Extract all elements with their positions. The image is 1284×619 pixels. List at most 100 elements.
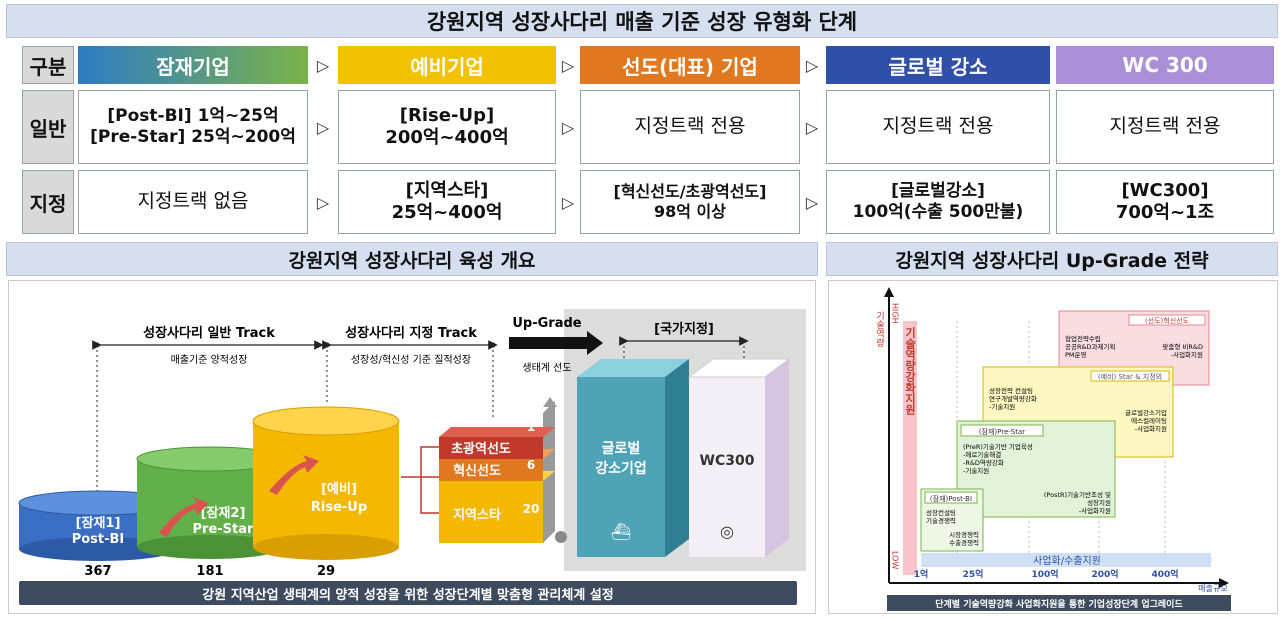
cell-general-leading: 지정트랙 전용 — [580, 90, 800, 164]
x-tick: 100억 — [1031, 568, 1058, 580]
y-axis-label: 기술역량 — [874, 311, 884, 347]
upgrade-sub: 생태계 선도 — [522, 362, 571, 374]
header-leading: 선도(대표) 기업 — [580, 46, 800, 84]
leading-stack — [439, 397, 557, 543]
right-footer-bar: 단계별 기술역량강화 사업화지원을 통한 기업성장단계 업그레이드 — [887, 595, 1231, 611]
box-line: 글로벌강소기업 — [1125, 408, 1167, 417]
cell-line: [WC300] — [1121, 179, 1209, 201]
box-line: 에스컬레이팅 — [1131, 416, 1167, 425]
stack-count: 20 — [523, 502, 540, 516]
cylinder-count: 181 — [196, 564, 223, 579]
connector-lines — [401, 446, 439, 514]
box-line: (PreR)기술기반 기업육성 — [963, 442, 1033, 451]
box-title: (잠재)Pre-Star — [979, 427, 1025, 436]
cylinder-count: 29 — [317, 564, 335, 579]
x-tick: 25억 — [963, 568, 984, 580]
box-line: -R&D역량강화 — [963, 458, 1004, 467]
cell-line: [지역스타] — [405, 179, 489, 201]
tech-support-bar — [903, 321, 917, 575]
left-section-title: 강원지역 성장사다리 육성 개요 — [6, 242, 818, 276]
ship-icon: ⛴ — [611, 522, 631, 541]
x-axis-label: 매출규모 — [1198, 583, 1227, 593]
cell-general-global: 지정트랙 전용 — [826, 90, 1050, 164]
box-line: 기술경쟁력 — [926, 516, 956, 525]
cell-designated-preliminary: [지역스타] 25억~400억 — [338, 170, 556, 234]
cell-line: 700억~1조 — [1115, 202, 1215, 223]
designated-track-sub: 성장성/혁신성 기준 질적성장 — [351, 354, 471, 366]
national-label: [국가지정] — [654, 321, 714, 337]
box-line: -사업화지원 — [1135, 424, 1167, 433]
row-label-general: 일반 — [22, 90, 74, 164]
box-line: (PostR)기술기반조성 및 — [1044, 490, 1111, 499]
stage-arrow: ▷ — [805, 192, 819, 212]
box-line: 성장전략 컨설팅 — [989, 386, 1033, 395]
cell-designated-potential: 지정트랙 없음 — [78, 170, 308, 234]
box-line: -사업화지원 — [1079, 506, 1111, 515]
cylinder-count: 367 — [84, 564, 111, 579]
stack-label: 혁신선도 — [453, 463, 501, 479]
cell-designated-wc300: [WC300] 700억~1조 — [1056, 170, 1274, 234]
stage-arrow: ▷ — [316, 55, 330, 75]
global-box — [577, 359, 689, 557]
box-line: -애로기술해결 — [963, 450, 1001, 459]
box-line: 성장컨설팅 — [926, 508, 956, 517]
growth-overview-panel: 성장사다리 일반 Track 매출기준 양적성장 성장사다리 지정 Track … — [8, 280, 816, 614]
growth-arrow — [269, 455, 319, 495]
stage-arrow: ▷ — [561, 55, 575, 75]
cell-line: 25억~400억 — [391, 202, 503, 223]
designated-track-label: 성장사다리 지정 Track — [345, 325, 477, 341]
commercialization-label: 사업화/수출지원 — [1033, 554, 1101, 567]
upgrade-strategy-panel: 기술역량 HIGH LOW 기술역량강화지원 사업화/수출지원 1억 25억 1… — [828, 280, 1278, 614]
box-title: (예비) Star & 지정외 — [1098, 372, 1162, 381]
y-high-label: HIGH — [891, 303, 900, 324]
left-footer-bar: 강원 지역산업 생태계의 양적 성장을 위한 성장단계별 맞춤형 관리체계 설정 — [19, 581, 797, 605]
header-potential: 잠재기업 — [78, 46, 308, 84]
cell-line: 200억~400억 — [385, 127, 509, 148]
box-line: 맞춤형 비R&D — [1162, 342, 1203, 351]
stage-arrow: ▷ — [805, 117, 819, 137]
y-low-label: LOW — [891, 551, 900, 569]
box-line: -기술지원 — [989, 402, 1015, 411]
cell-line: [Rise-Up] — [399, 104, 495, 126]
general-track-sub: 매출기준 양적성장 — [171, 354, 248, 366]
cell-line: [혁신선도/초광역선도] — [613, 182, 767, 201]
stage-arrow: ▷ — [561, 192, 575, 212]
general-track-label: 성장사다리 일반 Track — [143, 325, 275, 341]
box-line: 공공R&D과제기획 — [1065, 342, 1115, 351]
growth-arrow — [159, 497, 209, 537]
main-title: 강원지역 성장사다리 매출 기준 성장 유형화 단계 — [6, 4, 1278, 38]
box-line: 연구개발역량강화 — [989, 394, 1037, 403]
cylinder-label: [예비] — [321, 481, 357, 497]
right-section-title: 강원지역 성장사다리 Up-Grade 전략 — [826, 242, 1278, 276]
box-line: PM운영 — [1065, 350, 1087, 359]
global-box-label: 글로벌 — [602, 440, 641, 457]
growth-overview-diagram: 성장사다리 일반 Track 매출기준 양적성장 성장사다리 지정 Track … — [18, 309, 806, 579]
cell-general-preliminary: [Rise-Up] 200억~400억 — [338, 90, 556, 164]
box-title: (선도)혁신선도 — [1145, 316, 1190, 325]
cylinder-label: [잠재2] — [201, 505, 246, 521]
stack-label: 지역스타 — [453, 507, 501, 523]
stack-label: 초광역선도 — [451, 441, 511, 457]
global-box-label: 강소기업 — [595, 460, 647, 477]
upgrade-arrow — [509, 331, 603, 355]
upgrade-label: Up-Grade — [512, 316, 581, 331]
header-wc300: WC 300 — [1056, 46, 1274, 84]
cylinder-label: [잠재1] — [76, 515, 121, 531]
cell-line: [글로벌강소] — [891, 180, 985, 201]
x-tick: 400억 — [1151, 568, 1178, 580]
box-line: 협업전략수립 — [1065, 334, 1101, 343]
cell-designated-global: [글로벌강소] 100억(수출 500만불) — [826, 170, 1050, 234]
cell-designated-leading: [혁신선도/초광역선도] 98억 이상 — [580, 170, 800, 234]
upgrade-strategy-diagram: 기술역량 HIGH LOW 기술역량강화지원 사업화/수출지원 1억 25억 1… — [874, 287, 1229, 593]
tech-support-label: 기술역량강화지원 — [904, 326, 917, 415]
cylinder-label: Pre-Star — [193, 522, 255, 537]
box-title: (잠재)Post-BI — [930, 494, 972, 503]
box-line: 시장경쟁력 — [949, 530, 979, 539]
wc300-box — [687, 358, 791, 557]
x-tick: 200억 — [1091, 568, 1118, 580]
box-line: 성장지원 — [1087, 498, 1111, 507]
wc300-box-label: WC300 — [700, 453, 755, 469]
stage-arrow: ▷ — [561, 117, 575, 137]
cell-line: 98억 이상 — [654, 202, 726, 221]
box-line: -사업화지원 — [1171, 350, 1203, 359]
